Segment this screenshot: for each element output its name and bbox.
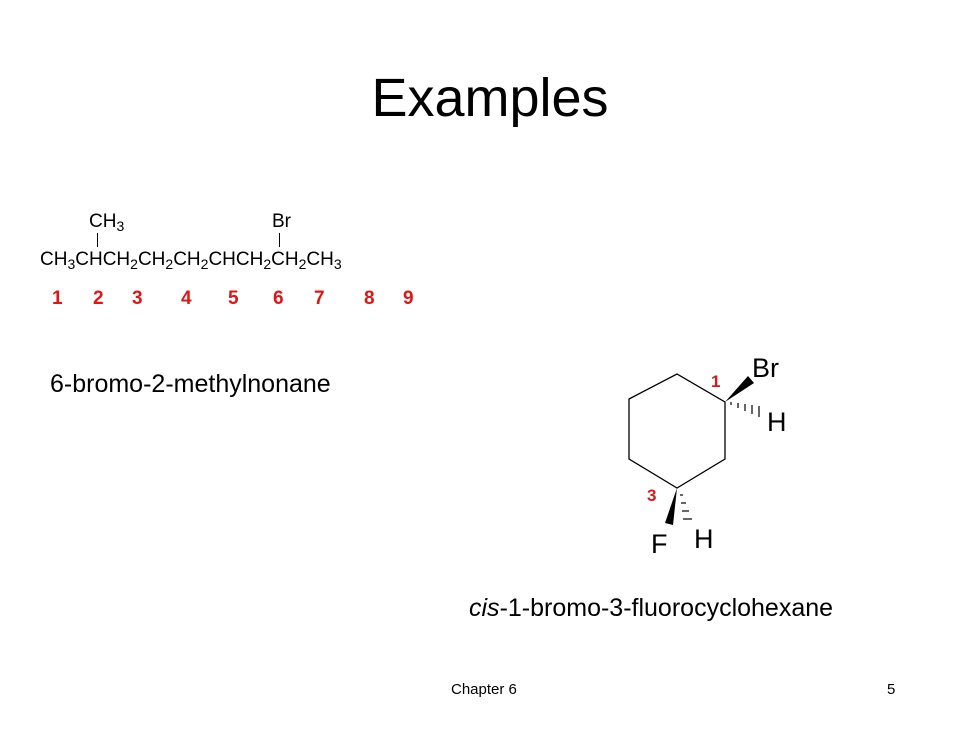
chain-number-8: 8 [364, 288, 375, 309]
page-number: 5 [887, 681, 896, 698]
chain-number-3: 3 [132, 288, 143, 309]
atom-h-c1: H [767, 407, 787, 437]
bromo-branch: Br [272, 211, 291, 232]
iupac-name-2: cis-1-bromo-3-fluorocyclohexane [469, 594, 833, 623]
atom-f: F [651, 529, 668, 559]
iupac-name-1: 6-bromo-2-methylnonane [50, 370, 331, 398]
methyl-bond [97, 233, 98, 247]
ring-locant-1: 1 [711, 372, 720, 391]
chain-number-4: 4 [181, 288, 192, 309]
chain-number-5: 5 [228, 288, 239, 309]
wedge-bond-br [725, 376, 754, 402]
chain-number-2: 2 [93, 288, 104, 309]
main-chain: CH3CHCH2CH2CH2CHCH2CH2CH3 [40, 249, 342, 272]
atom-br: Br [752, 353, 779, 383]
chain-number-7: 7 [314, 288, 325, 309]
atom-h-c3: H [694, 524, 714, 554]
methyl-branch: CH3 [89, 211, 125, 234]
slide-title: Examples [371, 68, 609, 128]
name-rest: -1-bromo-3-fluorocyclohexane [499, 594, 834, 622]
cyclohexane-ring [628, 373, 726, 489]
ring-locant-3: 3 [647, 486, 656, 505]
chain-number-9: 9 [403, 288, 414, 309]
bromo-bond [279, 233, 280, 247]
wedge-bond-f [665, 488, 677, 525]
hash-bond-h1 [730, 402, 760, 417]
chain-number-1: 1 [52, 288, 63, 309]
footer-chapter: Chapter 6 [451, 681, 517, 698]
hash-bond-h3 [680, 494, 692, 520]
cis-prefix: cis [469, 594, 500, 622]
chain-number-6: 6 [273, 288, 284, 309]
